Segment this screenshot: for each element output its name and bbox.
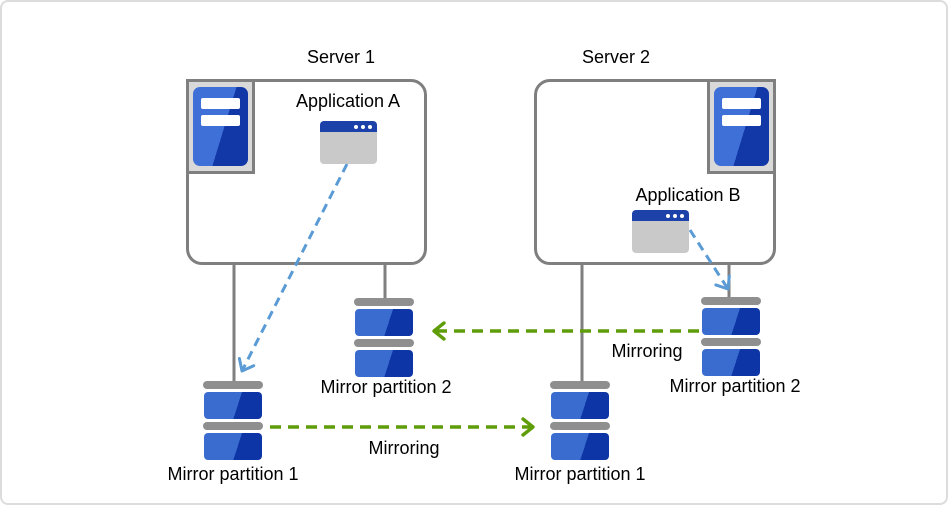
s2-partition1-disk-icon (550, 381, 610, 460)
application-a-label: Application A (295, 91, 401, 111)
s1-partition1-disk-icon (203, 381, 263, 460)
application-a-window-icon (320, 121, 377, 164)
application-b-label: Application B (635, 185, 741, 205)
server1-icon (186, 79, 255, 174)
server2-title: Server 2 (581, 47, 651, 67)
mirroring-label-top: Mirroring (611, 341, 683, 361)
server1-title: Server 1 (306, 47, 376, 67)
s2-partition2-disk-icon (701, 297, 761, 376)
s2-partition2-label: Mirror partition 2 (669, 376, 801, 396)
mirroring-label-bottom: Mirroring (368, 438, 440, 458)
application-b-window-icon (632, 210, 689, 253)
s1-partition2-label: Mirror partition 2 (320, 377, 452, 397)
server-tower-icon (193, 87, 248, 166)
s1-partition2-disk-icon (354, 298, 414, 377)
server-tower-icon (714, 87, 769, 166)
server2-icon (707, 79, 776, 174)
s1-partition1-label: Mirror partition 1 (167, 464, 299, 484)
s2-partition1-label: Mirror partition 1 (514, 464, 646, 484)
